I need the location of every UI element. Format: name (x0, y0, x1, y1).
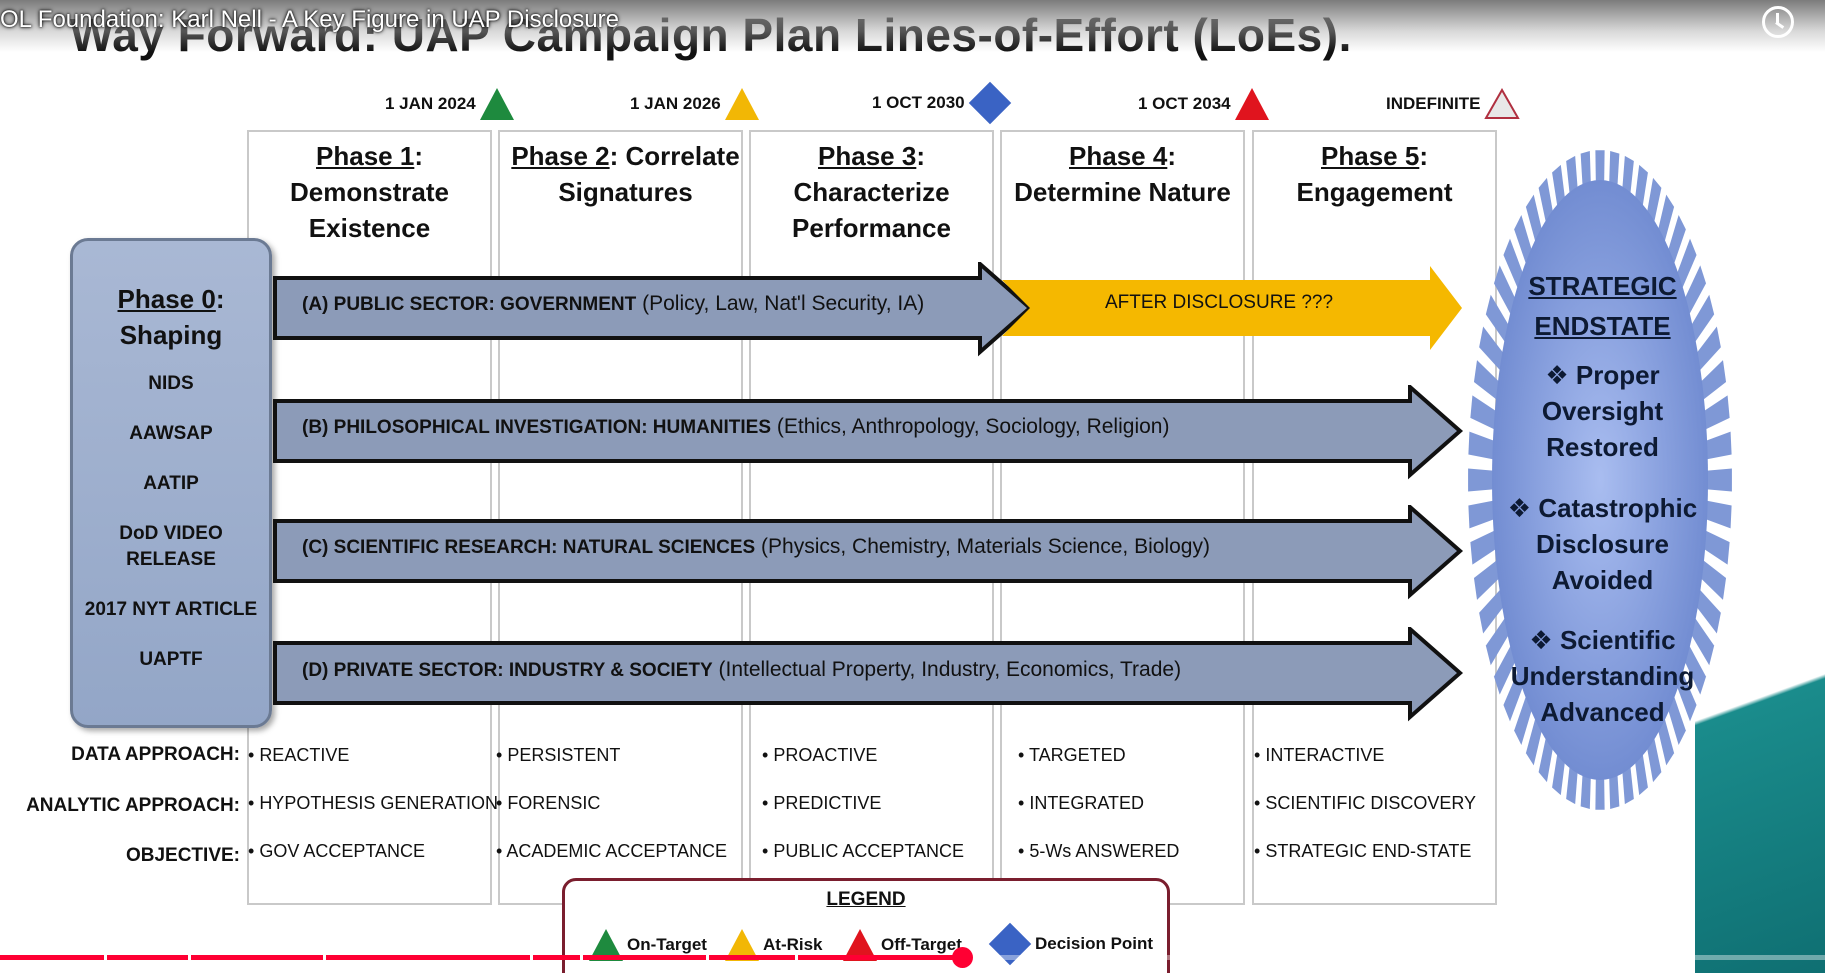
cell-objective-2: • ACADEMIC ACCEPTANCE (496, 841, 728, 861)
phase-0-item: AAWSAP (129, 423, 213, 444)
after-disclosure-arrow (1002, 266, 1462, 350)
endstate-goal-2: ❖ Catastrophic Disclosure Avoided (1507, 493, 1698, 595)
row-label-analytic-approach: ANALYTIC APPROACH: (26, 795, 240, 816)
cell-analytic-2: • FORENSIC (496, 793, 601, 813)
milestone-5: INDEFINITE (1386, 88, 1521, 120)
phase-2-column (498, 130, 743, 905)
phase-3-column (749, 130, 994, 905)
video-title[interactable]: OL Foundation: Karl Nell - A Key Figure … (0, 6, 619, 33)
chapter-marker (530, 955, 533, 960)
indefinite-triangle-icon (1484, 88, 1521, 119)
phase-4-header: Phase 4: Determine Nature (1014, 141, 1231, 207)
cell-data-4: • TARGETED (1018, 745, 1126, 765)
diamond-bullet-icon: ❖ (1507, 493, 1532, 523)
cell-data-3: • PROACTIVE (762, 745, 878, 765)
at-risk-triangle-icon (724, 88, 759, 120)
progress-scrubber-handle[interactable] (952, 947, 973, 968)
phase-0-box: Phase 0: Shaping NIDS AAWSAP AATIP DoD V… (70, 238, 272, 728)
row-label-data-approach: DATA APPROACH: (71, 744, 240, 765)
cell-analytic-3: • PREDICTIVE (762, 793, 882, 813)
phase-4-column (1000, 130, 1245, 905)
milestone-label: 1 JAN 2026 (630, 94, 721, 113)
phase-0-item: DoD VIDEO (119, 523, 223, 544)
loe-a-label: (A) PUBLIC SECTOR: GOVERNMENT (Policy, L… (302, 292, 925, 315)
endstate-goal-3: ❖ Scientific Understanding Advanced (1510, 625, 1695, 727)
milestone-label: 1 JAN 2024 (385, 94, 476, 113)
phase-5-header: Phase 5: Engagement (1296, 141, 1453, 207)
chapter-marker (706, 955, 709, 960)
legend-title: LEGEND (826, 889, 906, 910)
chapter-marker (580, 955, 583, 960)
endstate-goal-1: ❖ Proper Oversight Restored (1541, 360, 1664, 462)
diamond-bullet-icon: ❖ (1545, 360, 1569, 390)
phase-0-title: Phase 0: Shaping (117, 284, 225, 350)
cell-analytic-4: • INTEGRATED (1018, 793, 1144, 813)
cell-data-2: • PERSISTENT (496, 745, 621, 765)
loe-a-arrow (273, 262, 1034, 357)
cell-objective-5: • STRATEGIC END-STATE (1254, 841, 1472, 861)
milestone-label: INDEFINITE (1386, 94, 1481, 113)
phase-1-column (247, 130, 492, 905)
milestone-3: 1 OCT 2030 (872, 81, 1011, 125)
milestone-label: 1 OCT 2030 (872, 93, 965, 112)
milestone-label: 1 OCT 2034 (1138, 94, 1231, 113)
phase-0-item: UAPTF (139, 649, 203, 670)
cell-objective-4: • 5-Ws ANSWERED (1018, 841, 1180, 861)
loe-c-label: (C) SCIENTIFIC RESEARCH: NATURAL SCIENCE… (302, 535, 1210, 558)
milestone-4: 1 OCT 2034 (1138, 88, 1269, 120)
progress-played (0, 955, 962, 960)
chapter-marker (1555, 955, 1558, 960)
row-label-objective: OBJECTIVE: (125, 845, 240, 866)
chapter-marker (188, 955, 191, 960)
cell-data-1: • REACTIVE (248, 745, 350, 765)
video-progress-bar[interactable] (0, 947, 1825, 968)
chapter-marker (104, 955, 107, 960)
chapter-marker (795, 955, 798, 960)
after-disclosure-label: AFTER DISCLOSURE ??? (1105, 292, 1334, 313)
loe-b-arrow (273, 385, 1464, 480)
cell-data-5: • INTERACTIVE (1254, 745, 1385, 765)
phase-0-item: AATIP (143, 473, 199, 494)
loe-b-label: (B) PHILOSOPHICAL INVESTIGATION: HUMANIT… (302, 415, 1170, 438)
phase-2-header: Phase 2: Correlate Signatures (511, 141, 740, 207)
phase-0-item: 2017 NYT ARTICLE (84, 599, 258, 620)
decision-point-diamond-icon (968, 81, 1011, 125)
loe-d-label: (D) PRIVATE SECTOR: INDUSTRY & SOCIETY (… (302, 658, 1182, 681)
cell-objective-3: • PUBLIC ACCEPTANCE (762, 841, 965, 861)
legend-item-decision-point: Decision Point (988, 922, 1153, 966)
cell-analytic-1: • HYPOTHESIS GENERATION (248, 793, 499, 813)
milestone-1: 1 JAN 2024 (385, 88, 514, 120)
phase-5-column (1252, 130, 1497, 905)
milestone-2: 1 JAN 2026 (630, 88, 759, 120)
diamond-bullet-icon: ❖ (1529, 625, 1553, 655)
off-target-triangle-icon (1234, 88, 1269, 120)
chapter-marker (1130, 955, 1133, 960)
loe-d-arrow (273, 627, 1464, 722)
phase-3-header: Phase 3: Characterize Performance (792, 141, 951, 243)
on-target-triangle-icon (479, 88, 514, 120)
phase-1-header: Phase 1: Demonstrate Existence (290, 141, 449, 243)
player-top-gradient (0, 0, 1825, 52)
chapter-marker (323, 955, 326, 960)
phase-0-item: NIDS (148, 373, 194, 394)
loe-c-arrow (273, 505, 1464, 600)
watch-later-icon[interactable] (1762, 6, 1794, 38)
cell-analytic-5: • SCIENTIFIC DISCOVERY (1254, 793, 1477, 813)
cell-objective-1: • GOV ACCEPTANCE (248, 841, 426, 861)
strategic-endstate-burst (1468, 150, 1732, 810)
phase-0-item: RELEASE (126, 549, 216, 570)
endstate-title: STRATEGIC ENDSTATE (1528, 271, 1677, 341)
